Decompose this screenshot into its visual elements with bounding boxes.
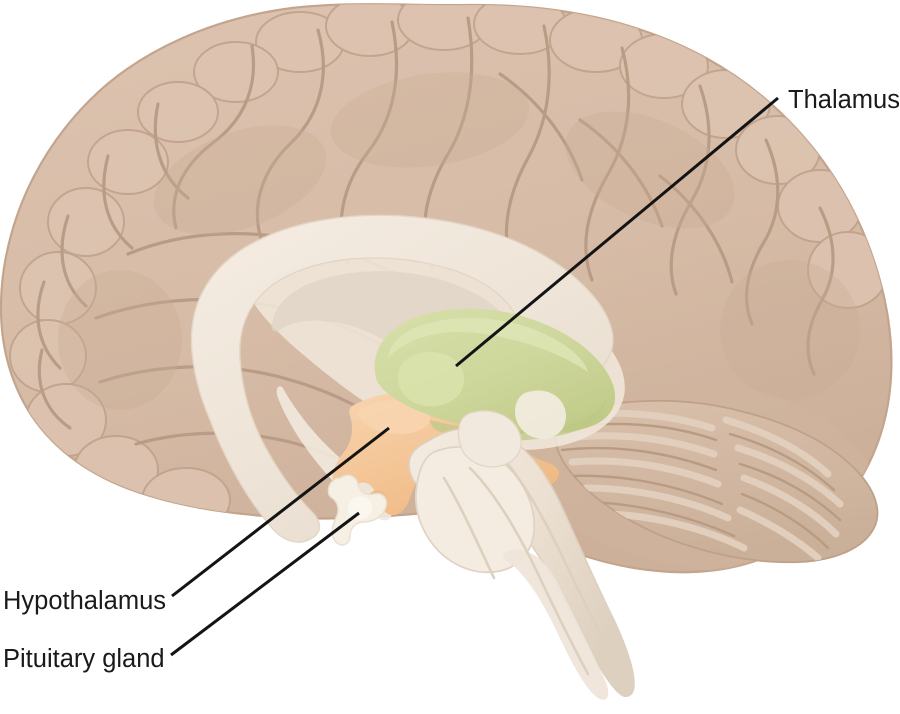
superior-colliculus (514, 390, 566, 439)
brainstem-fiber-lines (442, 448, 616, 676)
leader-line-thalamus (455, 96, 779, 368)
thalamus-upper-highlight (388, 317, 588, 372)
pituitary-posterior-lobe (347, 496, 373, 520)
pituitary-gland-structure (327, 474, 388, 546)
leader-line-pituitary-gland (170, 511, 360, 657)
midbrain-tegmentum (457, 410, 522, 468)
leader-lines (170, 96, 779, 657)
cerebellum (554, 399, 879, 564)
hypothalamus-highlight (358, 400, 431, 434)
brainstem (408, 390, 635, 700)
fornix (276, 386, 392, 521)
corpus-callosum (190, 214, 614, 543)
label-pituitary-gland: Pituitary gland (3, 645, 165, 673)
leader-line-hypothalamus (171, 426, 390, 598)
label-thalamus: Thalamus (788, 86, 900, 114)
thalamus-nucleus-blob (397, 352, 465, 407)
cortex-shading (58, 72, 860, 410)
labels: Thalamus Hypothalamus Pituitary gland (3, 86, 900, 673)
label-hypothalamus: Hypothalamus (3, 587, 166, 615)
